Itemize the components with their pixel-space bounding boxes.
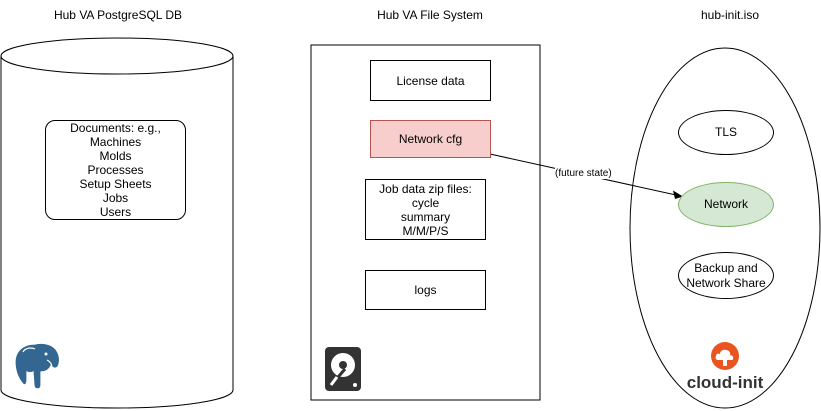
- cloud-init-logo-text: cloud-init: [686, 373, 764, 392]
- network-oval: Network: [678, 182, 774, 227]
- backup-label: Backup and Network Share: [686, 260, 766, 290]
- filesystem-title: Hub VA File System: [377, 8, 483, 22]
- cloud-init-logo-icon: [711, 342, 739, 370]
- logs-box: logs: [365, 270, 486, 310]
- network-label: Network: [703, 197, 748, 211]
- network-cfg-label: Network cfg: [398, 132, 463, 146]
- database-title: Hub VA PostgreSQL DB: [53, 8, 183, 22]
- license-data-label: License data: [396, 73, 465, 88]
- network-cfg-box: Network cfg: [370, 120, 491, 158]
- job-data-box: Job data zip files: cycle summary M/M/P/…: [365, 179, 486, 240]
- iso-title: hub-init.iso: [700, 8, 760, 22]
- tls-label: TLS: [714, 125, 737, 139]
- future-state-label: (future state): [555, 168, 612, 179]
- hard-drive-icon: [325, 347, 361, 391]
- license-data-box: License data: [370, 60, 491, 101]
- tls-oval: TLS: [678, 110, 774, 155]
- documents-text: Documents: e.g., Machines Molds Processe…: [70, 121, 161, 219]
- documents-box: Documents: e.g., Machines Molds Processe…: [45, 120, 186, 220]
- logs-label: logs: [414, 283, 437, 297]
- job-data-label: Job data zip files: cycle summary M/M/P/…: [379, 181, 472, 238]
- postgresql-elephant-icon: [14, 342, 61, 390]
- backup-oval: Backup and Network Share: [678, 252, 774, 299]
